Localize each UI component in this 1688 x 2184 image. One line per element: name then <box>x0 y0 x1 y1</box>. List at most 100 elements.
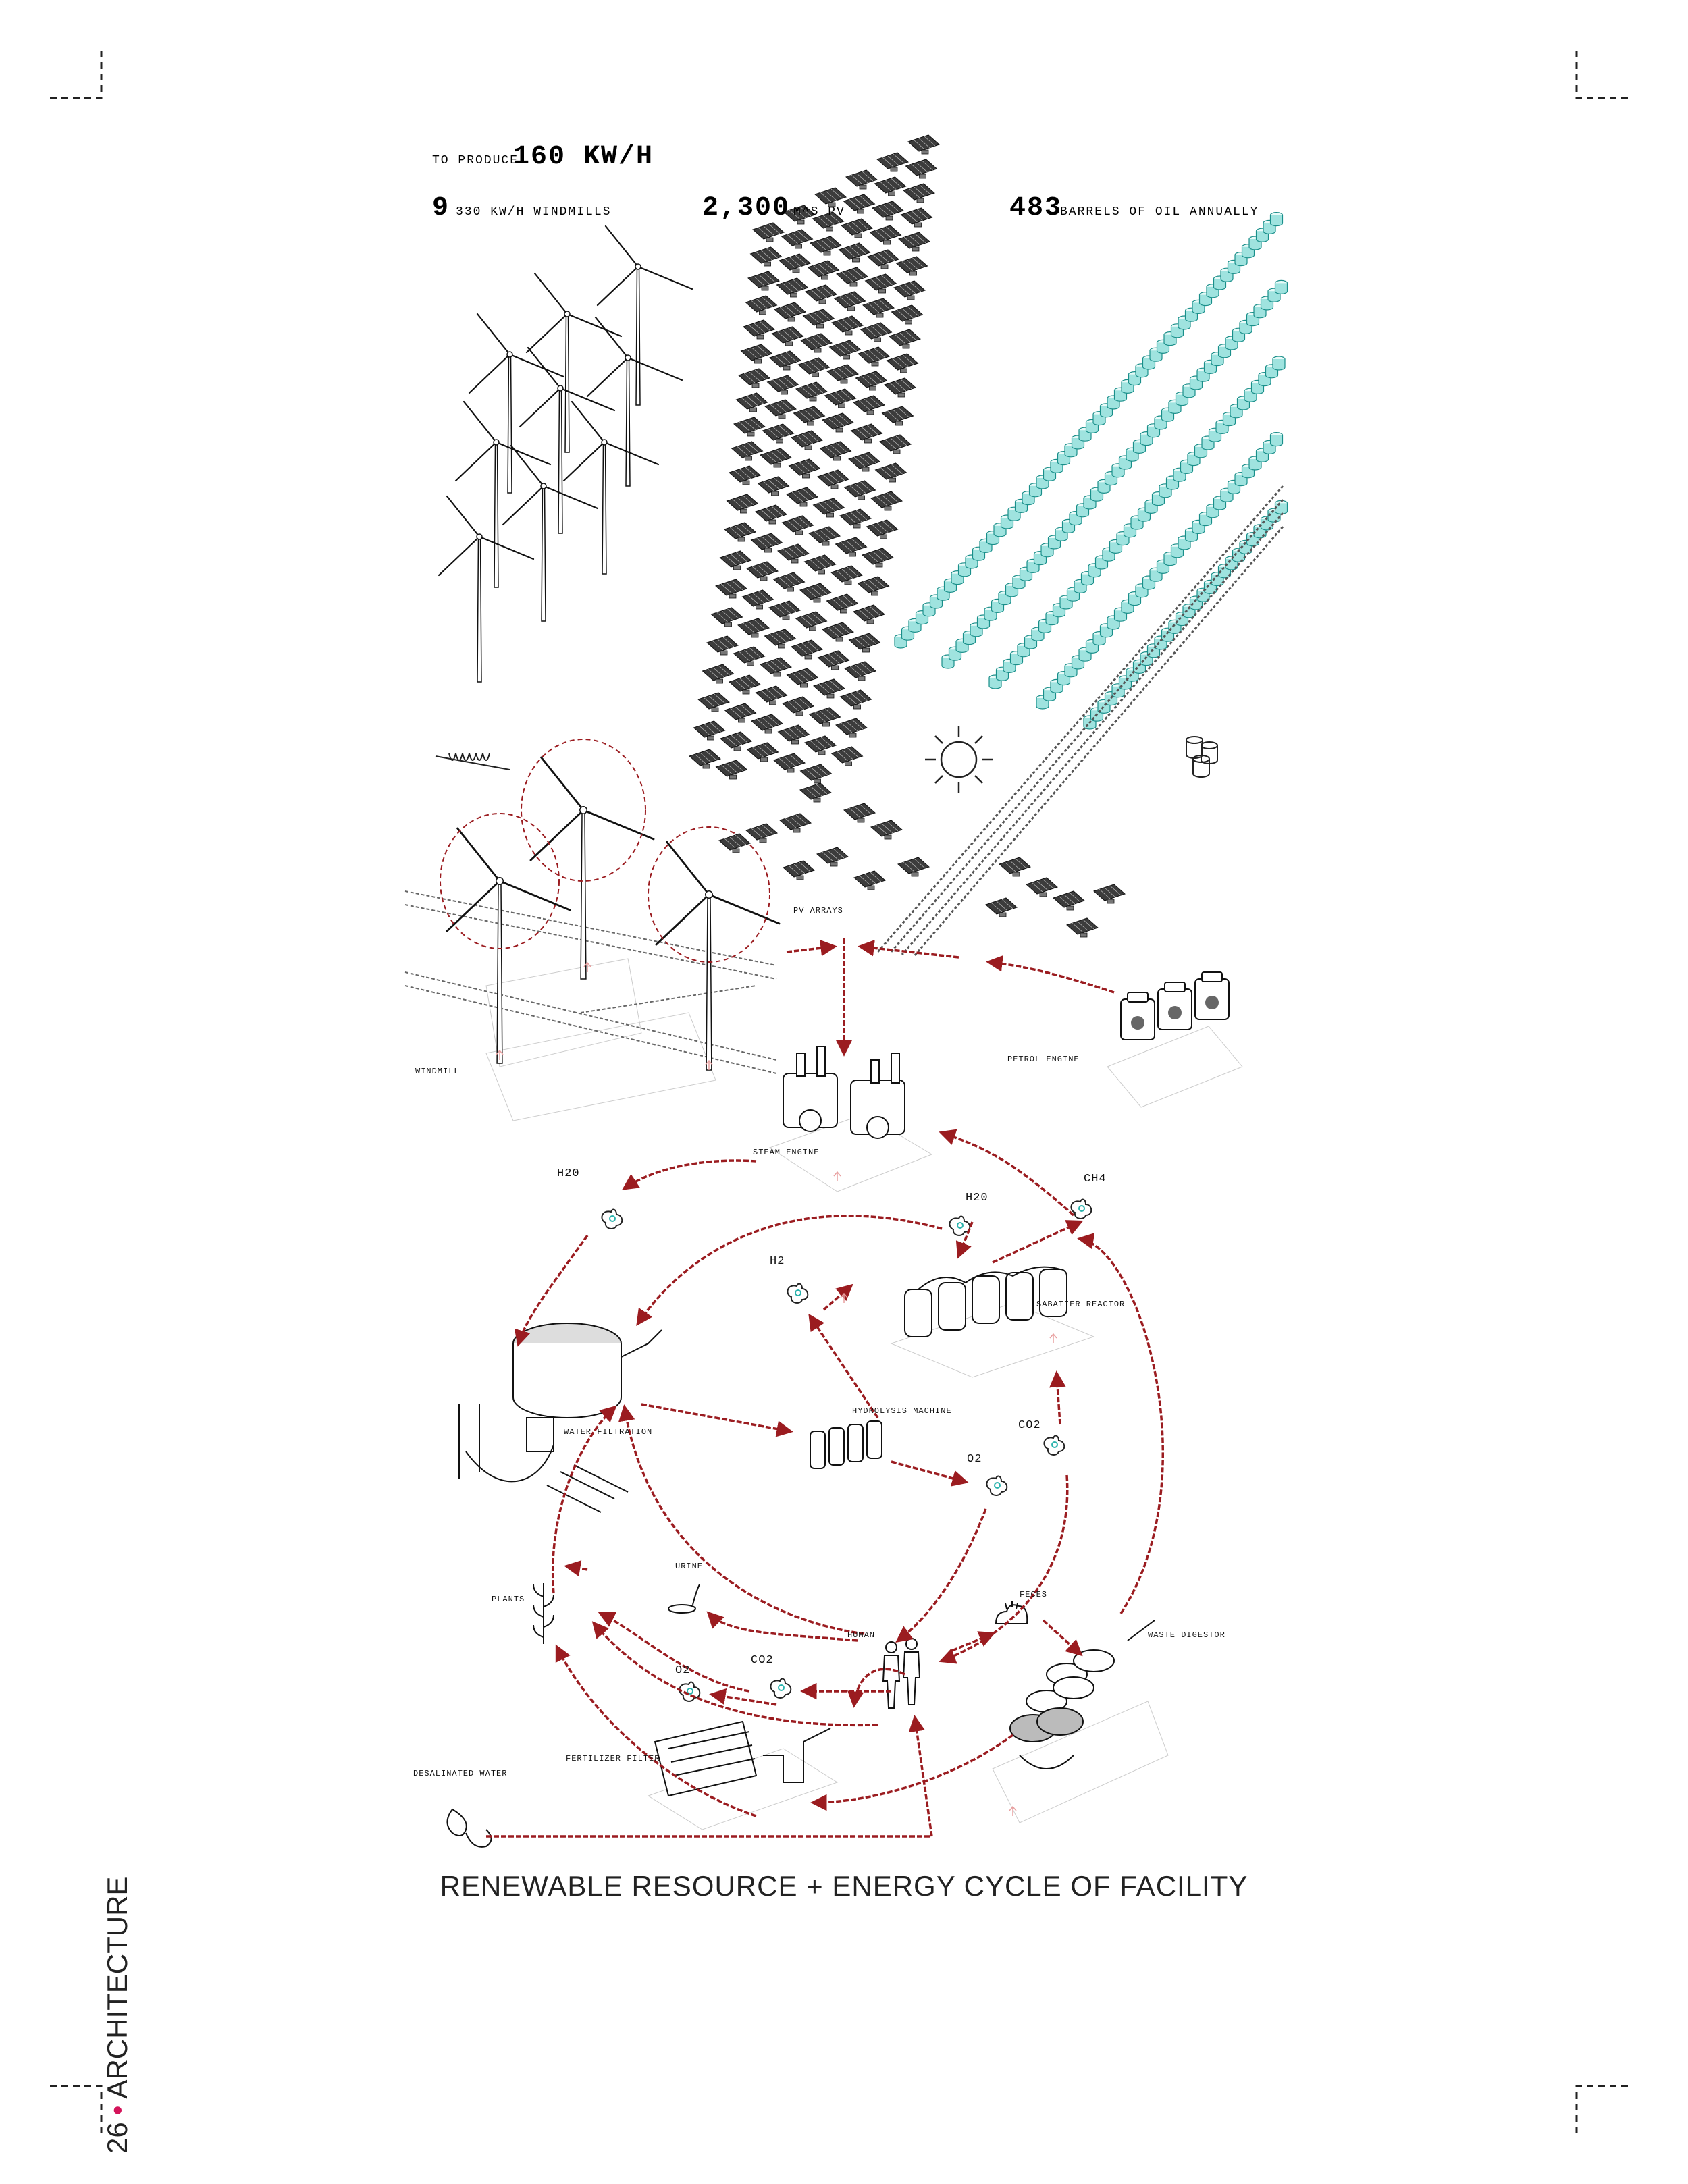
pv-panel <box>786 487 818 507</box>
fertilizer-filter <box>647 1720 839 1830</box>
pv-panel <box>803 309 835 329</box>
pv-label: M^S PV <box>793 205 845 219</box>
ground-markers <box>496 961 1057 1816</box>
label-petrol-engine: PETROL ENGINE <box>1007 1055 1080 1064</box>
pv-array-panel <box>985 897 1018 917</box>
pv-panel <box>743 319 775 340</box>
pv-panel <box>844 661 876 681</box>
label-o2-mid: O2 <box>967 1453 982 1466</box>
label-sabatier-reactor: SABATIER REACTOR <box>1036 1300 1125 1309</box>
coil-icon <box>435 753 510 770</box>
pv-panel <box>693 720 725 741</box>
pv-panel <box>804 735 837 755</box>
pv-panel <box>782 696 814 716</box>
plants-icon <box>533 1583 554 1644</box>
oil-count: 483 <box>1009 193 1062 223</box>
pv-panel <box>841 218 873 238</box>
pv-panel <box>817 469 849 489</box>
oil-barrel <box>1272 356 1286 371</box>
pv-panel <box>746 561 779 581</box>
pv-panel <box>830 565 863 585</box>
pv-panel <box>741 344 772 364</box>
pv-panel <box>800 764 832 784</box>
label-waste-digestor: WASTE DIGESTOR <box>1148 1630 1225 1640</box>
windmill-4 <box>586 316 683 487</box>
crop-marks <box>49 51 1629 2133</box>
pv-array-panel <box>816 847 849 867</box>
label-co2-left: CO2 <box>751 1654 774 1667</box>
pv-panel <box>758 476 789 496</box>
pv-panel <box>715 579 747 599</box>
oil-label: BARRELS OF OIL ANNUALLY <box>1060 205 1259 219</box>
label-feces: FECES <box>1020 1590 1047 1599</box>
label-hydrolysis-machine: HYDROLYSIS MACHINE <box>852 1406 952 1416</box>
pv-panel <box>751 533 783 553</box>
label-urine: URINE <box>675 1562 703 1571</box>
pv-panel <box>777 543 810 564</box>
pv-panel <box>889 329 921 349</box>
pv-panel <box>774 302 806 322</box>
pv-panel <box>882 406 914 426</box>
figure-title: RENEWABLE RESOURCE + ENERGY CYCLE OF FAC… <box>440 1870 1248 1902</box>
windmills-label: 330 KW/H WINDMILLS <box>456 205 611 219</box>
windmill-array <box>404 739 781 1121</box>
label-h2o-outer: H20 <box>557 1167 580 1180</box>
pv-panel <box>822 412 854 433</box>
pv-panel <box>808 260 839 280</box>
label-fertilizer-filter: FERTILIZER FILTER <box>566 1754 660 1763</box>
pv-panel <box>764 399 797 419</box>
pv-panel <box>810 236 842 256</box>
pv-panel <box>858 346 890 367</box>
pv-panel <box>862 298 895 318</box>
pv-panel <box>874 176 906 196</box>
pv-panel <box>724 522 756 542</box>
pv-panel <box>905 159 937 179</box>
pv-panel <box>893 280 926 300</box>
pv-panel <box>866 519 898 539</box>
pv-panel <box>804 554 836 575</box>
pv-panel <box>805 284 837 304</box>
pv-panel <box>778 724 810 745</box>
pv-panel <box>876 152 909 172</box>
pv-panel <box>843 194 875 214</box>
pv-panel <box>706 635 739 656</box>
section-name: ARCHITECTURE <box>101 1876 133 2099</box>
pv-panel <box>720 550 751 570</box>
produce-value: 160 KW/H <box>513 142 654 172</box>
windmill-2 <box>525 272 623 453</box>
label-o2-left: O2 <box>675 1664 690 1677</box>
pv-panel <box>831 746 863 766</box>
pv-panel <box>772 326 803 346</box>
pv-panel <box>724 703 756 723</box>
windmill-mid-3 <box>655 841 781 1071</box>
label-water-filtration: WATER FILTRATION <box>564 1427 652 1437</box>
pv-panel <box>736 392 768 412</box>
pv-panel <box>839 242 870 263</box>
water-filtration <box>458 1323 662 1513</box>
pv-panel <box>768 600 801 620</box>
label-h2o-inner: H20 <box>966 1192 988 1204</box>
pv-panel <box>782 515 814 535</box>
pv-panel <box>813 678 845 699</box>
pv-array-panel <box>897 857 930 877</box>
petrol-engine <box>1107 971 1243 1108</box>
pv-panel <box>809 707 841 727</box>
pv-panel <box>773 572 805 592</box>
label-ch4: CH4 <box>1084 1173 1107 1186</box>
pv-panel <box>834 291 866 311</box>
pv-panel <box>813 498 845 518</box>
pv-array-panel <box>843 803 876 823</box>
pv-count: 2,300 <box>702 193 790 223</box>
pv-panel <box>853 604 885 624</box>
pv-panel <box>824 388 856 408</box>
pv-panel <box>702 664 734 684</box>
pv-arrays <box>718 782 1126 938</box>
label-windmill: WINDMILL <box>415 1067 460 1076</box>
windmills-count: 9 <box>432 193 450 223</box>
hydrolysis-machine <box>810 1420 882 1469</box>
pv-panel <box>767 375 799 395</box>
pv-panel <box>733 646 765 666</box>
windmill-mid-2 <box>446 827 571 1064</box>
pv-panel <box>822 622 854 642</box>
pv-panel <box>835 718 868 738</box>
